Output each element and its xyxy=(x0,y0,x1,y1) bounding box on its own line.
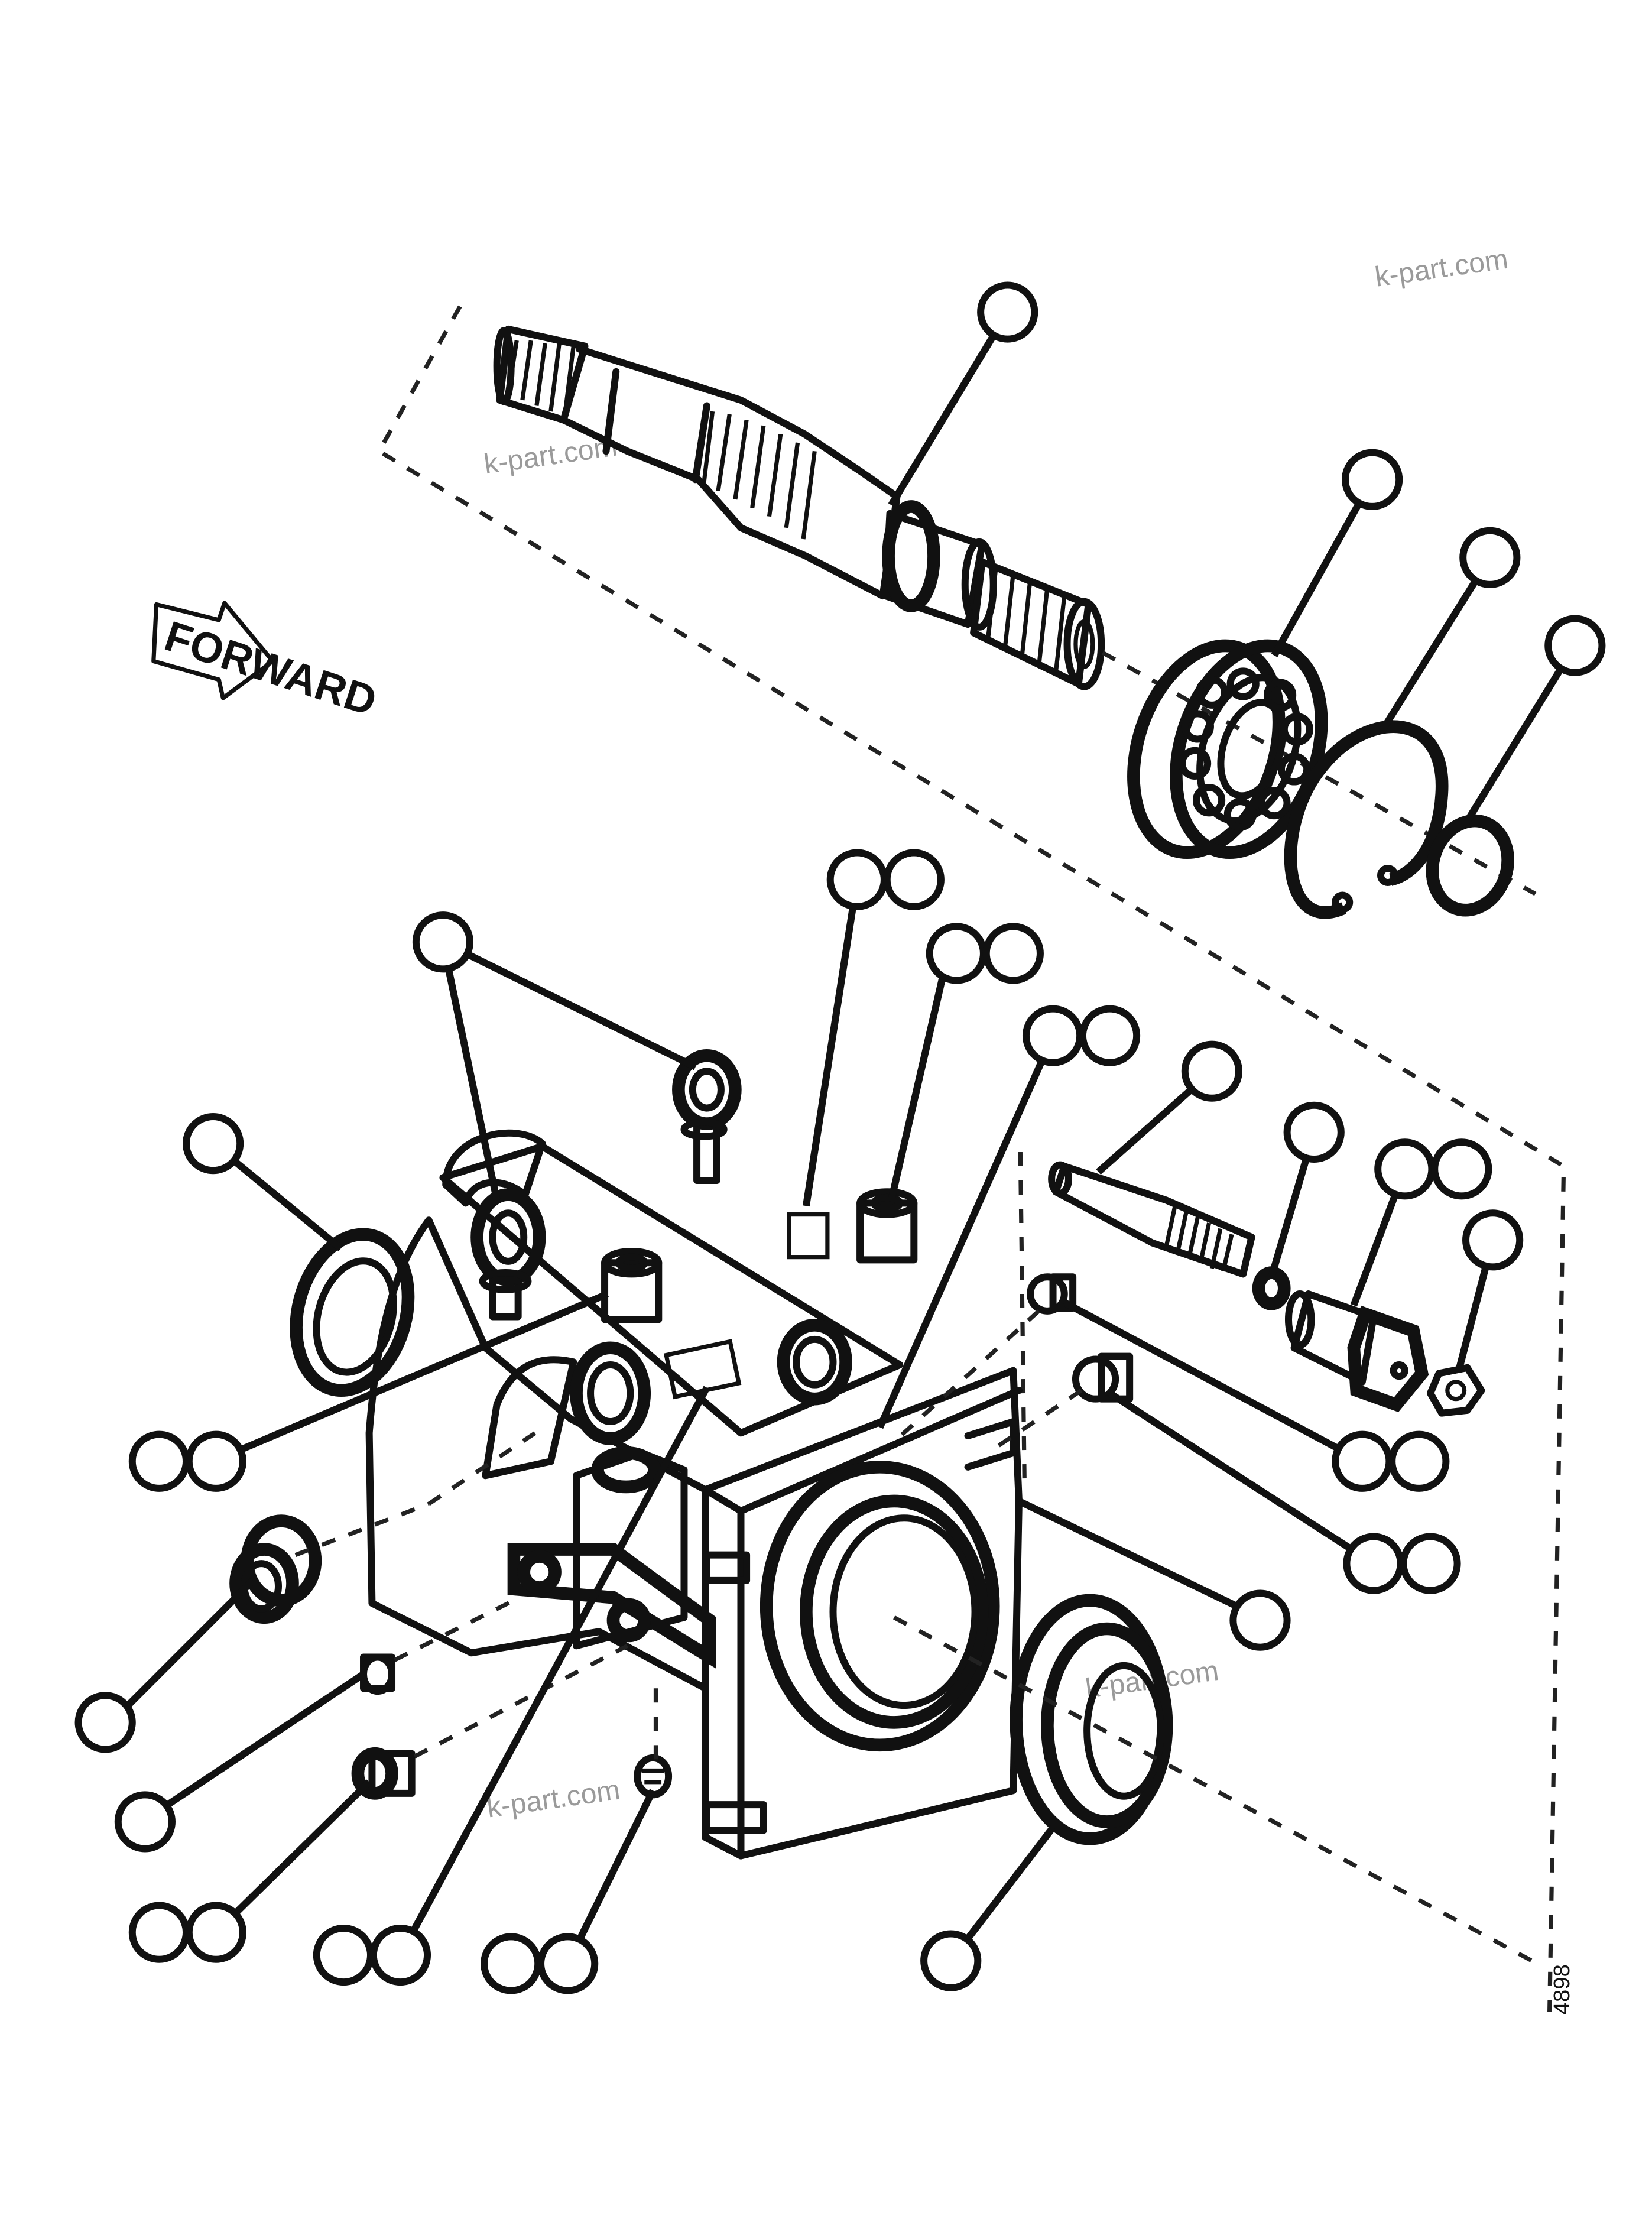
callout-13 xyxy=(182,1113,244,1175)
left-lip-seal xyxy=(290,1228,415,1397)
callout-22b xyxy=(1388,1430,1450,1492)
callout-18a xyxy=(313,1924,375,1986)
threaded-pin xyxy=(1048,1161,1255,1278)
callout-2 xyxy=(1341,449,1403,510)
callout-22a xyxy=(1332,1430,1393,1492)
assembly-boundary xyxy=(376,305,1566,2012)
callout-15 xyxy=(74,1692,136,1753)
callout-10b xyxy=(1431,1138,1492,1200)
lifting-eye-bolt-right xyxy=(672,1049,742,1185)
subassembly-boundary xyxy=(1018,1151,1027,1493)
ball-bearing xyxy=(1127,639,1328,859)
callout-12 xyxy=(412,911,474,973)
callout-17b xyxy=(185,1902,246,1963)
callout-8 xyxy=(1181,1040,1242,1102)
callout-6a xyxy=(926,923,987,984)
callout-1 xyxy=(977,281,1038,343)
adjuster-cap xyxy=(1284,1290,1429,1412)
callout-14a xyxy=(128,1430,190,1492)
callout-17a xyxy=(128,1902,190,1963)
small-plug-a xyxy=(360,1653,396,1695)
callout-5a xyxy=(826,849,888,910)
name-plate-top xyxy=(787,1212,830,1260)
fitting-upper xyxy=(1027,1273,1077,1315)
callout-23a xyxy=(1343,1533,1404,1594)
flange-oil-seal xyxy=(1010,1594,1173,1845)
drawing-code: 4898 xyxy=(1549,1964,1575,2014)
callout-6b xyxy=(982,923,1044,984)
hex-nut xyxy=(1427,1364,1485,1417)
callout-11 xyxy=(1462,1209,1524,1271)
callout-20 xyxy=(920,1930,982,1991)
input-shaft xyxy=(493,325,1105,690)
watermark-housing: k-part.com xyxy=(485,1774,622,1824)
plug-with-oring xyxy=(229,1514,322,1624)
callout-4 xyxy=(1544,615,1606,676)
callout-19b xyxy=(537,1933,599,1994)
callout-21 xyxy=(1229,1589,1291,1651)
callout-7a xyxy=(1022,1005,1084,1066)
fitting-lower xyxy=(1072,1352,1134,1403)
internal-snap-ring xyxy=(1284,720,1449,919)
callout-10a xyxy=(1374,1138,1436,1200)
lifting-eye-bolt-left xyxy=(470,1188,546,1321)
callouts xyxy=(74,281,1606,1994)
callout-5b xyxy=(883,849,945,910)
top-bushing-left xyxy=(601,1248,663,1323)
callout-16 xyxy=(114,1791,176,1853)
callout-23b xyxy=(1400,1533,1461,1594)
callout-7b xyxy=(1079,1005,1141,1066)
pin-washer xyxy=(1252,1266,1291,1310)
retaining-ring xyxy=(1426,814,1514,917)
callout-19a xyxy=(481,1933,542,1994)
forward-arrow: FORWARD xyxy=(151,601,382,725)
callout-3 xyxy=(1459,527,1521,588)
callout-14b xyxy=(185,1430,246,1492)
watermark-top-right: k-part.com xyxy=(1373,244,1510,293)
callout-18b xyxy=(369,1924,431,1986)
small-plug-c xyxy=(634,1754,673,1799)
pump-housing xyxy=(365,1129,1023,1860)
forward-label: FORWARD xyxy=(159,612,382,725)
top-bushing-right xyxy=(856,1188,918,1264)
small-plug-b xyxy=(351,1747,416,1800)
callout-9 xyxy=(1283,1101,1345,1163)
